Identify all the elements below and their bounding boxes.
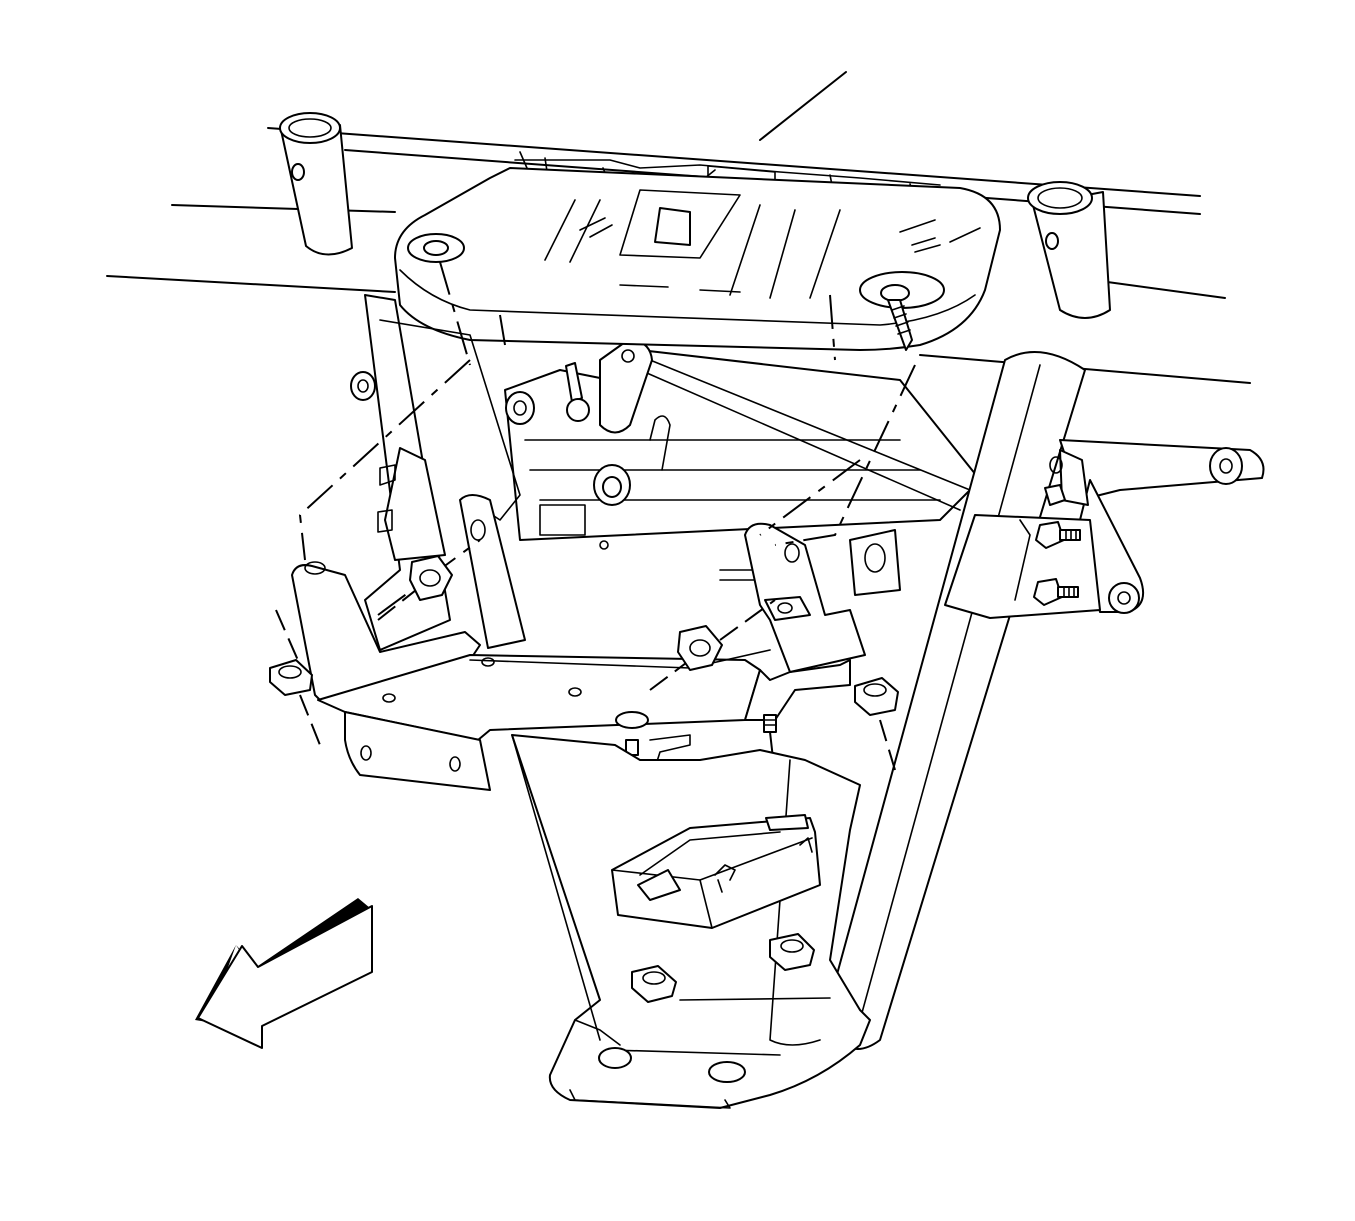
control-module [611, 814, 821, 929]
hex-nut-lower-left [631, 965, 677, 1003]
left-hanger-arm [364, 294, 526, 651]
lower-support-tray [291, 561, 851, 791]
upper-mounting-plate [394, 167, 1001, 351]
hex-nut-left-outer [269, 659, 313, 696]
column-support-mechanism [350, 151, 981, 596]
hex-nut-center [649, 599, 776, 691]
hex-nut-upper-left [377, 555, 453, 621]
left-tube-stub [279, 112, 353, 256]
right-bracket-bolts [1033, 484, 1081, 606]
hex-nut-right-outer [854, 677, 899, 771]
front-of-vehicle-arrow [195, 898, 373, 1049]
right-side-bracket [944, 439, 1265, 619]
right-tube-stub [1027, 181, 1111, 319]
stud-bolt-upper [1035, 521, 1081, 549]
mounting-screw [887, 299, 913, 351]
hex-nut-lower-right [769, 933, 815, 971]
right-hanger-arm [744, 294, 916, 673]
stud-bolt-lower [1033, 578, 1079, 606]
